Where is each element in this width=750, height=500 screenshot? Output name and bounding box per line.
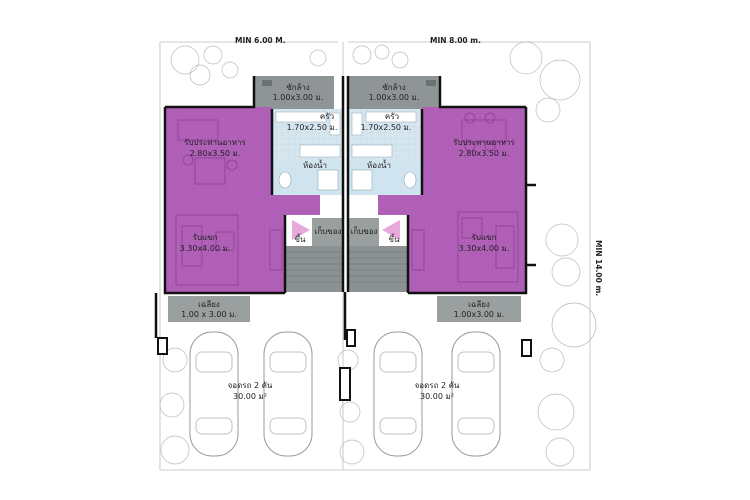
car-outline [451,331,501,457]
right-porch [437,296,521,322]
left-porch-size: 1.00 x 3.00 ม. [181,310,237,319]
car-outline [189,331,239,457]
right-laundry-label: ซักล้าง [382,83,406,92]
right-parking-size: 30.00 ม² [420,392,454,401]
car-outline [373,331,423,457]
right-porch-label: เฉลียง [468,300,490,309]
left-laundry-size: 1.00x3.00 ม. [273,93,324,102]
left-kitchen-size: 1.70x2.50 ม. [287,123,338,132]
left-stairs-label: ขึ้น [295,233,306,244]
right-stairs [349,246,408,292]
right-parking-label: จอดรถ 2 คัน [415,381,460,390]
left-parking: จอดรถ 2 คัน 30.00 ม² [189,331,313,457]
right-storage [349,218,379,246]
right-unit: ซักล้าง 1.00x3.00 ม. ครัว 1.70x2.50 ม. ร… [346,76,536,322]
trees [159,41,597,467]
right-laundry-room [348,76,440,109]
right-bathroom-label: ห้องน้ำ [367,159,391,170]
left-living-label: รับแขก [193,233,218,242]
right-living-size: 3.30x4.00 ม. [459,244,510,253]
depth-dimension: MIN 14.00 m. [594,240,603,296]
right-width-dimension: MIN 8.00 m. [430,36,481,45]
right-stairs-label: ขึ้น [389,233,400,244]
right-dining-label: รับประทานอาหาร [453,138,515,147]
left-dining-size: 2.80x3.50 ม. [190,149,241,158]
left-living-size: 3.30x4.00 ม. [180,244,231,253]
left-porch-label: เฉลียง [198,300,220,309]
right-living-label: รับแขก [472,233,497,242]
right-storage-label: เก็บของ [351,226,378,236]
right-laundry-size: 1.00x3.00 ม. [369,93,420,102]
left-main-area [165,107,320,293]
left-kitchen-label: ครัว [320,112,334,121]
left-unit: ซักล้าง 1.00x3.00 ม. ครัว 1.70x2.50 ม. ร… [154,76,345,338]
left-porch [168,296,250,322]
left-width-dimension: MIN 6.00 M. [235,36,286,45]
left-parking-label: จอดรถ 2 คัน [228,381,273,390]
left-storage [312,218,342,246]
right-kitchen-label: ครัว [385,112,399,121]
left-stairs [285,246,343,292]
left-storage-label: เก็บของ [315,226,342,236]
right-parking: จอดรถ 2 คัน 30.00 ม² [373,331,501,457]
left-dining-label: รับประทานอาหาร [184,138,246,147]
car-outline [263,331,313,457]
left-parking-size: 30.00 ม² [233,392,267,401]
right-main-area [378,107,526,293]
site-posts [157,292,532,401]
right-dining-size: 2.80x3.50 ม. [459,149,510,158]
left-bathroom-label: ห้องน้ำ [303,159,327,170]
right-kitchen-size: 1.70x2.50 ม. [361,123,412,132]
left-laundry-label: ซักล้าง [286,83,310,92]
right-porch-size: 1.00x3.00 ม. [454,310,505,319]
